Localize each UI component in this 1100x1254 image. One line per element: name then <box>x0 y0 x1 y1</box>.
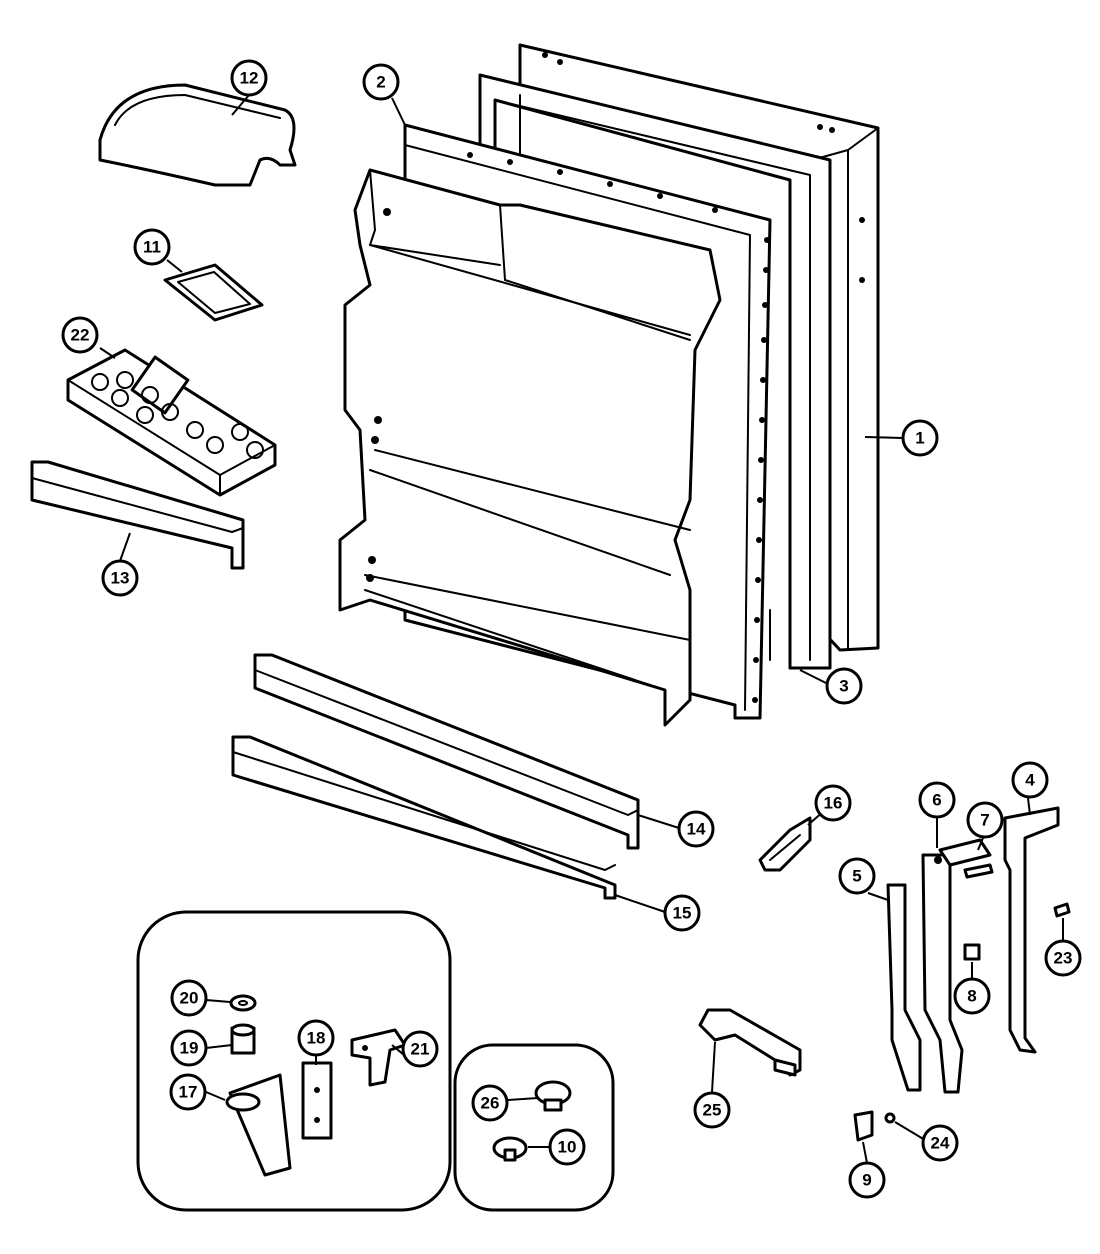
svg-text:9: 9 <box>862 1171 871 1190</box>
svg-text:4: 4 <box>1025 771 1035 790</box>
svg-text:3: 3 <box>839 677 848 696</box>
svg-text:7: 7 <box>980 811 989 830</box>
svg-text:5: 5 <box>852 867 861 886</box>
callout-15: 15 <box>663 894 701 932</box>
callout-25: 25 <box>693 1091 731 1129</box>
callout-8: 8 <box>953 977 991 1015</box>
part-screw-24 <box>884 1112 896 1124</box>
part-door-handle <box>698 1008 802 1077</box>
callout-10: 10 <box>548 1128 586 1166</box>
part-long-shelf-bar-lower <box>231 735 617 900</box>
svg-text:8: 8 <box>967 987 976 1006</box>
callout-21: 21 <box>401 1030 439 1068</box>
svg-text:1: 1 <box>915 429 924 448</box>
part-hinge-strap-4 <box>1003 806 1060 1054</box>
callout-18: 18 <box>297 1019 335 1057</box>
svg-text:24: 24 <box>931 1134 950 1153</box>
callout-7: 7 <box>966 801 1004 839</box>
svg-text:17: 17 <box>179 1083 198 1102</box>
callout-23: 23 <box>1044 939 1082 977</box>
callout-4: 4 <box>1011 761 1049 799</box>
part-screw-23 <box>1053 902 1071 918</box>
callout-6: 6 <box>918 781 956 819</box>
svg-text:22: 22 <box>71 326 90 345</box>
callout-16: 16 <box>814 784 852 822</box>
part-small-tray <box>163 263 264 322</box>
callout-14: 14 <box>677 810 715 848</box>
part-hinge-plate-7 <box>938 838 992 867</box>
svg-text:12: 12 <box>240 69 259 88</box>
part-short-shelf-bar <box>30 460 245 570</box>
svg-text:6: 6 <box>932 791 941 810</box>
svg-text:18: 18 <box>307 1029 326 1048</box>
svg-text:14: 14 <box>687 820 706 839</box>
callout-20: 20 <box>170 979 208 1017</box>
svg-text:13: 13 <box>111 569 130 588</box>
callout-19: 19 <box>170 1029 208 1067</box>
callout-3: 3 <box>825 667 863 705</box>
callout-1: 1 <box>901 419 939 457</box>
svg-text:19: 19 <box>180 1039 199 1058</box>
callout-12: 12 <box>230 59 268 97</box>
part-shim-7b <box>963 863 994 879</box>
svg-text:16: 16 <box>824 794 843 813</box>
part-hinge-strap-6 <box>921 853 964 1094</box>
leader-lines <box>99 94 1064 1164</box>
svg-text:2: 2 <box>376 73 385 92</box>
part-egg-tray <box>66 348 277 497</box>
svg-text:10: 10 <box>558 1138 577 1157</box>
hinge-kit-group <box>136 910 452 1212</box>
part-cam-bracket <box>758 816 812 872</box>
svg-text:20: 20 <box>180 989 199 1008</box>
callout-5: 5 <box>838 857 876 895</box>
svg-text:26: 26 <box>481 1094 500 1113</box>
callout-13: 13 <box>101 559 139 597</box>
part-cap-8 <box>963 943 981 961</box>
svg-text:23: 23 <box>1054 949 1073 968</box>
part-long-shelf-bar-upper <box>253 653 640 850</box>
part-hinge-strap-5 <box>886 883 922 1092</box>
callout-22: 22 <box>61 316 99 354</box>
svg-text:15: 15 <box>673 904 692 923</box>
callout-26: 26 <box>471 1084 509 1122</box>
plug-group <box>453 1043 615 1212</box>
svg-text:11: 11 <box>143 238 161 257</box>
callout-9: 9 <box>848 1161 886 1199</box>
svg-text:25: 25 <box>703 1101 722 1120</box>
part-dairy-door <box>98 83 297 187</box>
part-door-liner <box>338 123 772 727</box>
callout-24: 24 <box>921 1124 959 1162</box>
callout-17: 17 <box>169 1073 207 1111</box>
callout-11: 11 <box>133 228 171 266</box>
part-clip-9 <box>853 1110 874 1142</box>
svg-text:21: 21 <box>411 1040 430 1059</box>
callout-2: 2 <box>362 63 400 101</box>
